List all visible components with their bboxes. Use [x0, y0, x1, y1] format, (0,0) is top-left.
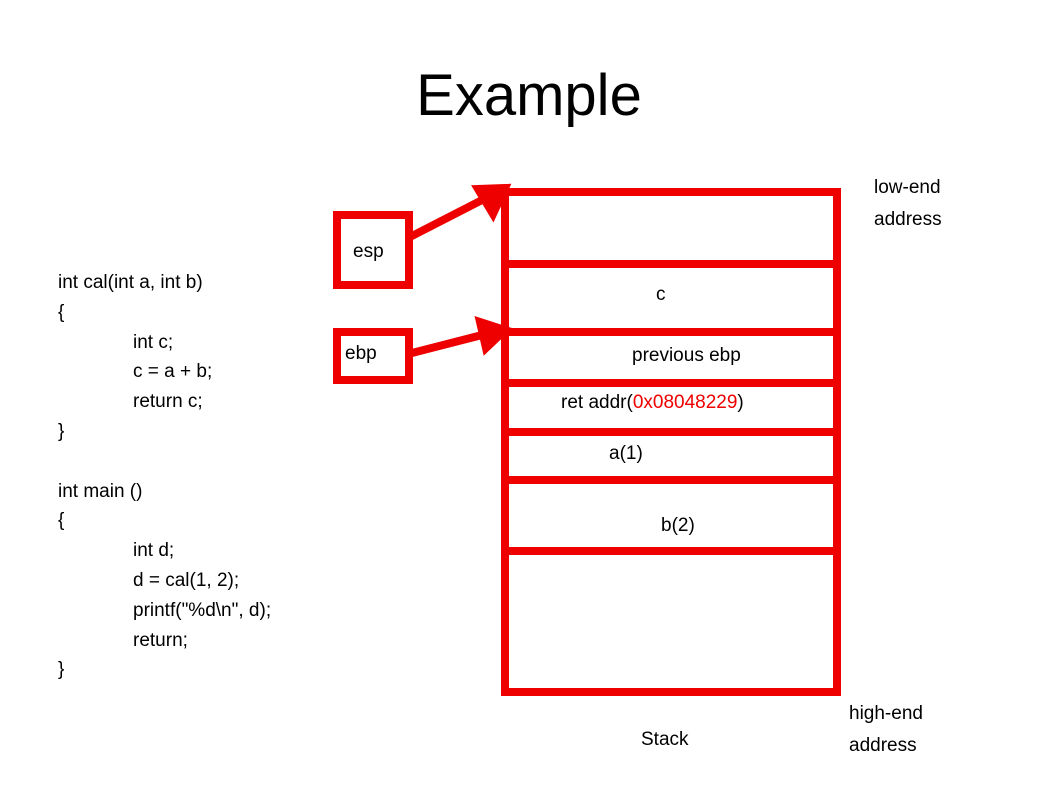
code-line: c = a + b; — [133, 361, 213, 383]
stack-slot-c: c — [656, 284, 666, 305]
code-line: int main () — [58, 480, 143, 502]
code-listing: int cal(int a, int b) { int c; c = a + b… — [58, 268, 271, 685]
stack-outline — [501, 188, 841, 696]
code-line: return; — [133, 629, 188, 651]
stack-slot-previous-ebp: previous ebp — [632, 345, 741, 366]
high-end-label: high-end address — [849, 698, 923, 762]
ebp-register-box: ebp — [333, 328, 413, 384]
esp-arrow — [406, 194, 488, 242]
esp-label: esp — [353, 241, 384, 262]
low-end-line-2: address — [874, 209, 942, 230]
code-line: { — [58, 510, 65, 532]
code-line: } — [58, 420, 65, 442]
ebp-arrow-head — [474, 316, 513, 356]
ret-addr-suffix: ) — [737, 392, 744, 413]
ebp-arrow — [407, 330, 487, 358]
code-line: } — [58, 659, 65, 681]
stack-caption: Stack — [641, 729, 689, 750]
ret-addr-value: 0x08048229 — [632, 392, 738, 413]
esp-register-box: esp — [333, 211, 413, 289]
high-end-line-2: address — [849, 735, 917, 756]
high-end-line-1: high-end — [849, 703, 923, 724]
code-line: d = cal(1, 2); — [133, 569, 240, 591]
stack-slot-ret-addr: ret addr(0x08048229) — [561, 391, 744, 415]
code-line: int d; — [133, 540, 175, 562]
slide-title: Example — [416, 63, 642, 128]
ret-addr-prefix: ret addr( — [561, 392, 633, 413]
stack-slot-a: a(1) — [609, 443, 643, 464]
code-line: int c; — [133, 331, 174, 353]
ebp-label: ebp — [345, 343, 377, 364]
code-line: return c; — [133, 391, 203, 413]
stack-slot-b: b(2) — [661, 515, 695, 536]
code-line: int cal(int a, int b) — [58, 272, 203, 293]
code-line: { — [58, 301, 65, 323]
esp-arrow-head — [471, 183, 512, 223]
low-end-line-1: low-end — [874, 177, 941, 198]
low-end-label: low-end address — [874, 172, 942, 236]
code-line: printf("%d\n", d); — [133, 599, 272, 621]
